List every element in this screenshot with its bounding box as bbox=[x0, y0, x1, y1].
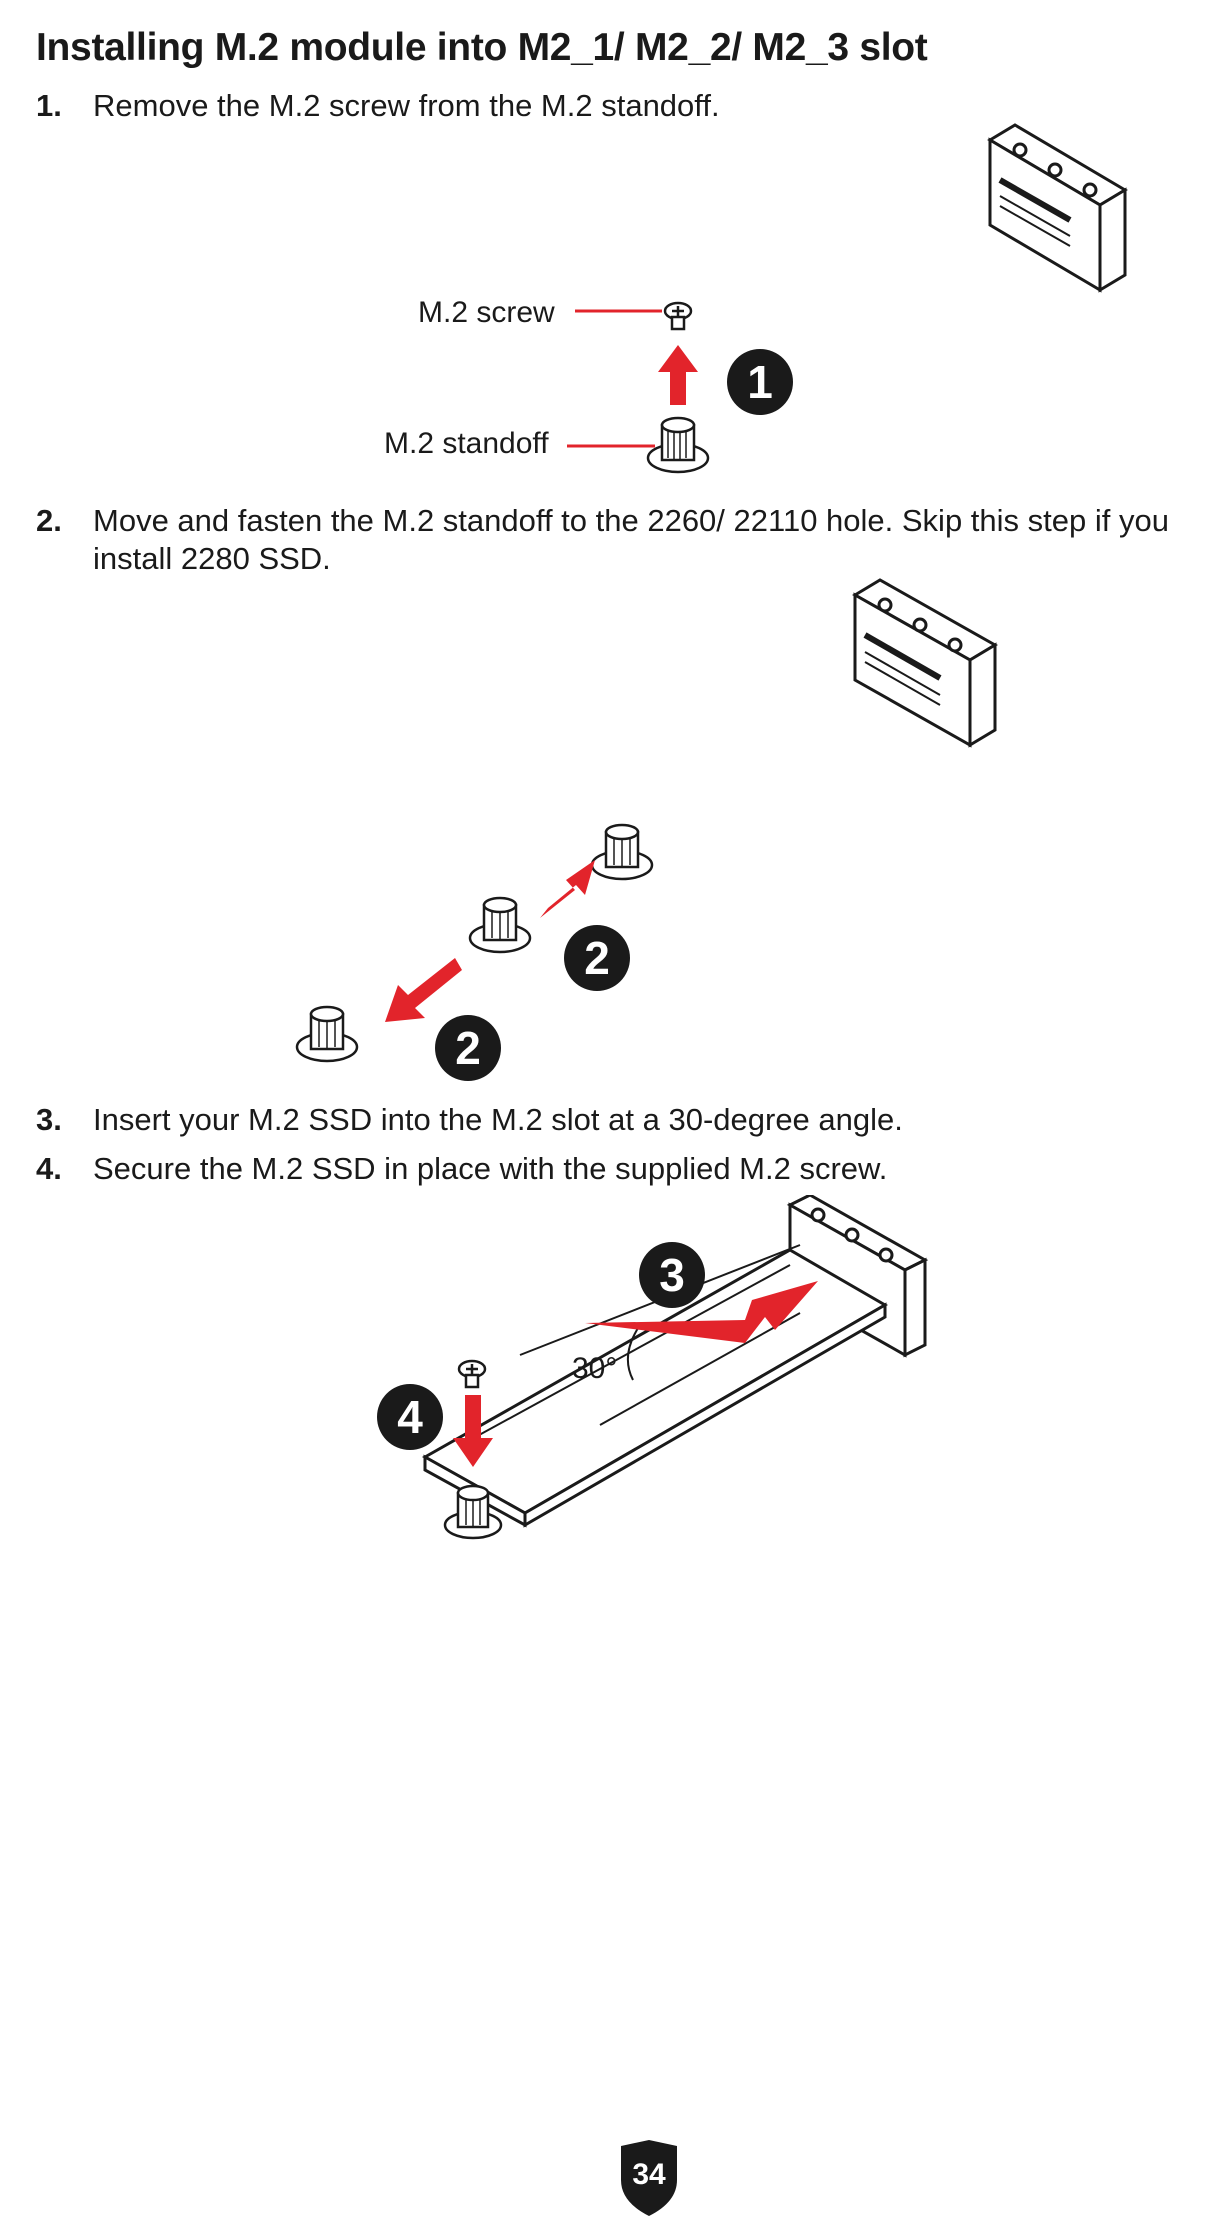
step-number: 4. bbox=[36, 1151, 62, 1186]
up-arrow-icon bbox=[658, 345, 698, 405]
page-title: Installing M.2 module into M2_1/ M2_2/ M… bbox=[36, 26, 928, 69]
figure-move-standoff: 2 2 bbox=[0, 560, 1215, 1100]
m2-screw-label: M.2 screw bbox=[418, 296, 555, 329]
step-number: 1. bbox=[36, 88, 62, 123]
angle-arc bbox=[626, 1324, 641, 1381]
m2-screw-icon bbox=[457, 1359, 487, 1389]
step-2: 2. Move and fasten the M.2 standoff to t… bbox=[36, 502, 1186, 578]
page-number: 34 bbox=[632, 2158, 666, 2191]
svg-text:2: 2 bbox=[455, 1022, 481, 1074]
angle-label: 30° bbox=[572, 1352, 617, 1385]
m2-standoff-icon bbox=[590, 823, 654, 881]
step-badge-2: 2 bbox=[564, 925, 630, 991]
svg-text:2: 2 bbox=[584, 932, 610, 984]
arrow-up-right-icon bbox=[540, 860, 595, 918]
step-badge-2: 2 bbox=[435, 1015, 501, 1081]
m2-standoff-icon bbox=[646, 416, 710, 474]
arrow-down-left-icon bbox=[385, 958, 462, 1022]
step-3: 3. Insert your M.2 SSD into the M.2 slot… bbox=[36, 1101, 1186, 1139]
figure-remove-screw: M.2 screw 1 M.2 standoff bbox=[0, 0, 1215, 500]
m2-standoff-icon bbox=[468, 896, 532, 954]
step-1: 1. Remove the M.2 screw from the M.2 sta… bbox=[36, 87, 1186, 125]
m2-slot-connector-icon bbox=[987, 123, 1128, 293]
svg-text:4: 4 bbox=[397, 1391, 423, 1443]
step-text: Insert your M.2 SSD into the M.2 slot at… bbox=[93, 1102, 903, 1137]
step-4: 4. Secure the M.2 SSD in place with the … bbox=[36, 1150, 1186, 1188]
step-badge-4: 4 bbox=[377, 1384, 443, 1450]
m2-standoff-icon bbox=[443, 1484, 503, 1540]
step-number: 2. bbox=[36, 503, 62, 538]
svg-text:3: 3 bbox=[659, 1249, 685, 1301]
step-number: 3. bbox=[36, 1102, 62, 1137]
figure-insert-ssd: 30° 3 4 bbox=[0, 1195, 1215, 1565]
step-badge-1: 1 bbox=[727, 349, 793, 415]
step-text: Remove the M.2 screw from the M.2 stando… bbox=[93, 88, 720, 123]
m2-standoff-label: M.2 standoff bbox=[384, 427, 549, 460]
page-number-shield-icon bbox=[621, 2140, 677, 2216]
m2-standoff-icon bbox=[295, 1005, 359, 1063]
insert-arrow-icon bbox=[585, 1281, 818, 1343]
down-arrow-icon bbox=[453, 1395, 493, 1467]
m2-screw-icon bbox=[663, 301, 693, 331]
m2-slot-connector-icon bbox=[852, 578, 998, 748]
step-text: Move and fasten the M.2 standoff to the … bbox=[93, 503, 1169, 576]
step-text: Secure the M.2 SSD in place with the sup… bbox=[93, 1151, 888, 1186]
step-badge-3: 3 bbox=[639, 1242, 705, 1308]
svg-text:1: 1 bbox=[747, 356, 773, 408]
